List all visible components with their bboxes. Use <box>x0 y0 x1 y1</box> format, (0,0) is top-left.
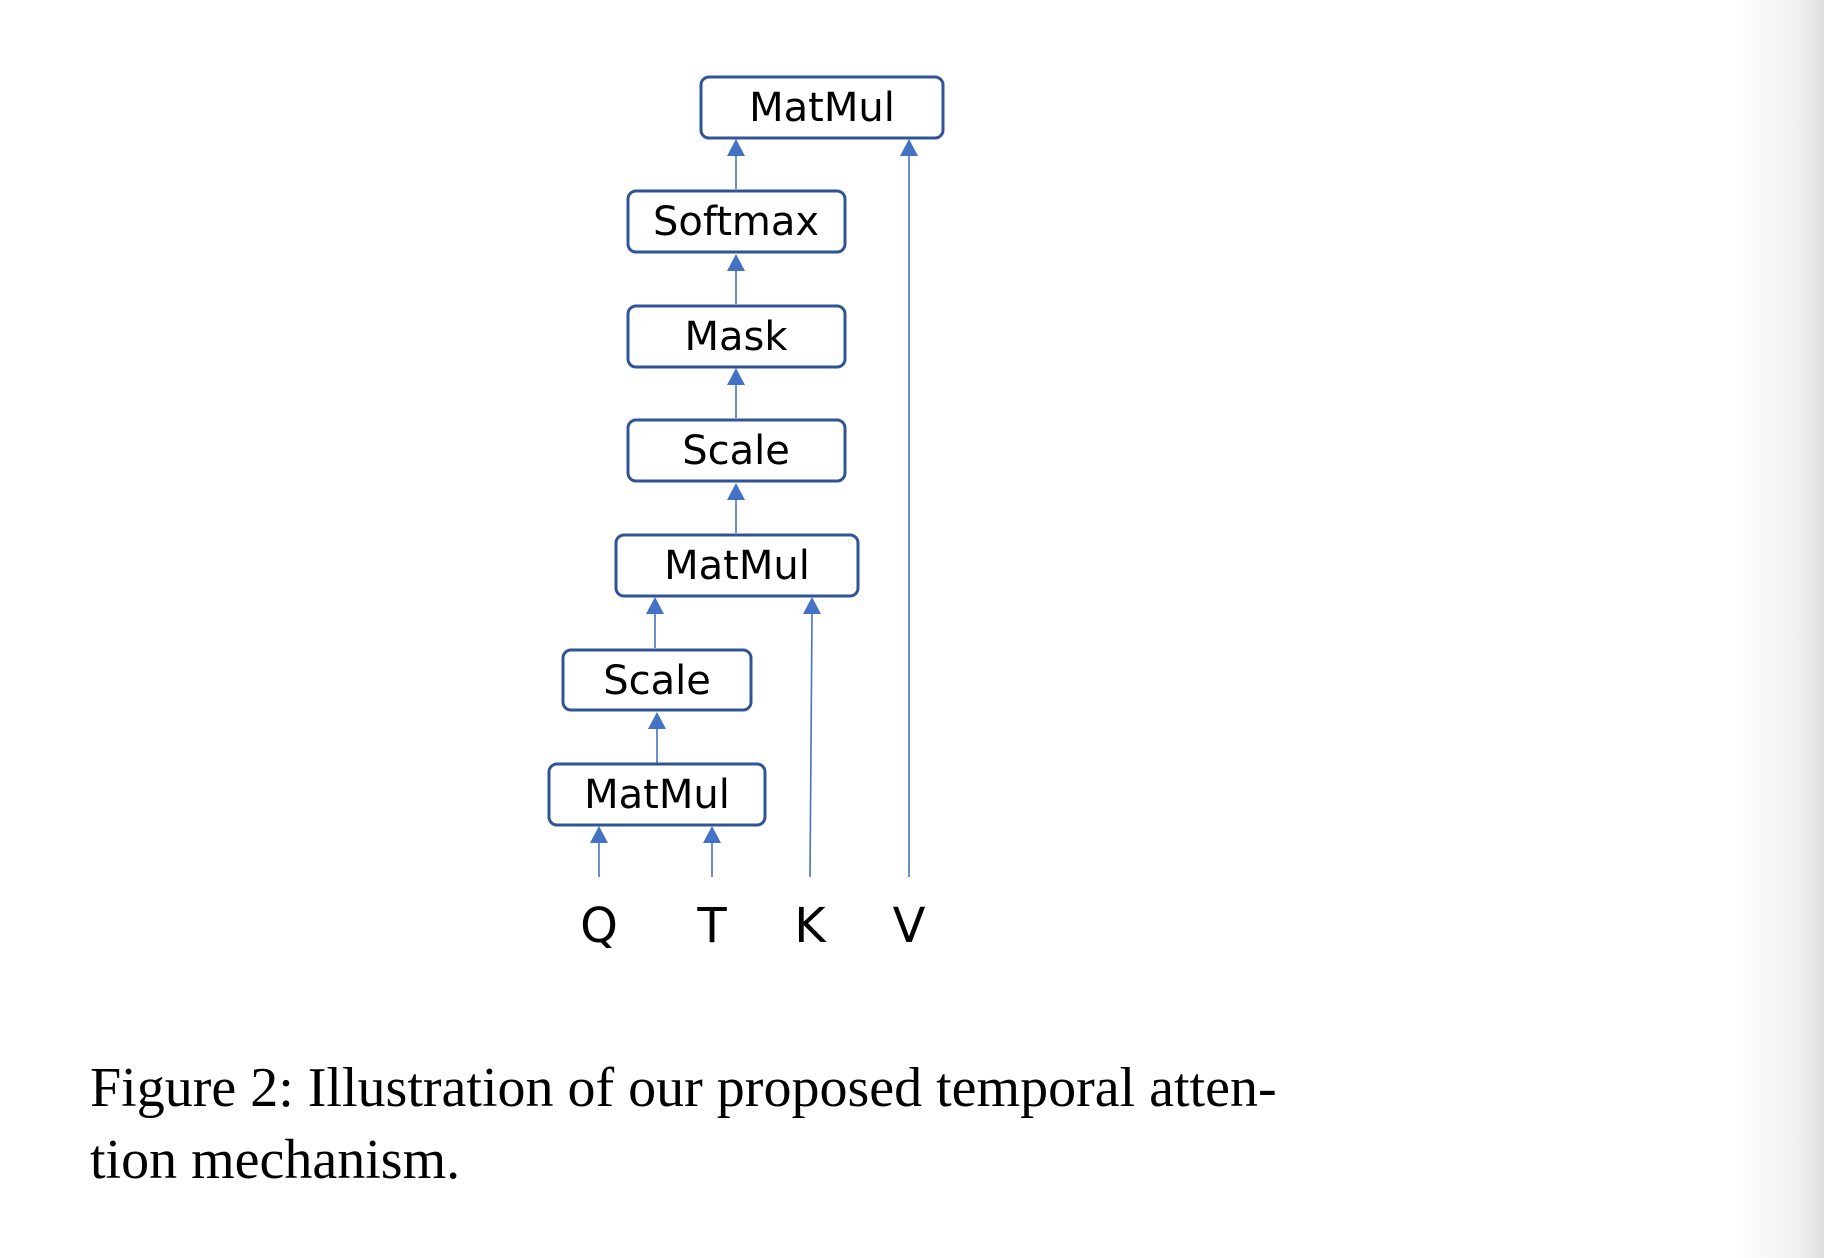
arrow-head <box>590 826 608 843</box>
node-scale-upper: Scale <box>626 418 847 483</box>
arrow-head <box>900 139 918 156</box>
arrow-head <box>646 597 664 614</box>
node-box <box>561 648 753 712</box>
arrow-head <box>648 712 666 729</box>
arrow-head <box>727 254 745 271</box>
node-box <box>626 418 847 483</box>
node-box <box>699 75 945 140</box>
arrow-head <box>727 139 745 156</box>
node-matmul-middle: MatMul <box>614 533 860 598</box>
node-label-scale-upper: Scale <box>682 428 790 474</box>
caption-line-1: Figure 2: Illustration of our proposed t… <box>90 1057 1277 1119</box>
arrow-head <box>703 826 721 843</box>
node-mask: Mask <box>626 304 847 369</box>
arrow-head <box>803 597 821 614</box>
node-scale-lower: Scale <box>561 648 753 712</box>
node-matmul-bottom: MatMul <box>547 762 767 827</box>
node-matmul-top: MatMul <box>699 75 945 140</box>
node-label-mask: Mask <box>684 314 788 360</box>
node-box <box>626 189 847 254</box>
page-edge-shadow <box>1736 0 1824 1258</box>
arrow-head <box>727 483 745 500</box>
edges <box>590 139 918 878</box>
node-label-matmul-bottom: MatMul <box>584 772 730 818</box>
node-label-scale-lower: Scale <box>603 658 711 704</box>
node-box <box>626 304 847 369</box>
figure-caption: Figure 2: Illustration of our proposed t… <box>90 1052 1430 1196</box>
node-softmax: Softmax <box>626 189 847 254</box>
input-label-v: V <box>893 898 926 954</box>
edge-k-to-matmul-middle <box>809 613 813 878</box>
node-label-matmul-middle: MatMul <box>664 543 810 589</box>
input-label-t: T <box>696 898 727 954</box>
temporal-attention-diagram: MatMul Softmax Mask Scale MatMul Scale M… <box>547 75 945 954</box>
node-box <box>614 533 860 598</box>
node-label-softmax: Softmax <box>653 199 819 245</box>
input-label-q: Q <box>580 898 618 954</box>
caption-line-2: tion mechanism. <box>90 1129 461 1191</box>
input-label-k: K <box>794 898 827 954</box>
node-box <box>547 762 767 827</box>
node-label-matmul-top: MatMul <box>749 85 895 131</box>
arrow-head <box>727 368 745 385</box>
